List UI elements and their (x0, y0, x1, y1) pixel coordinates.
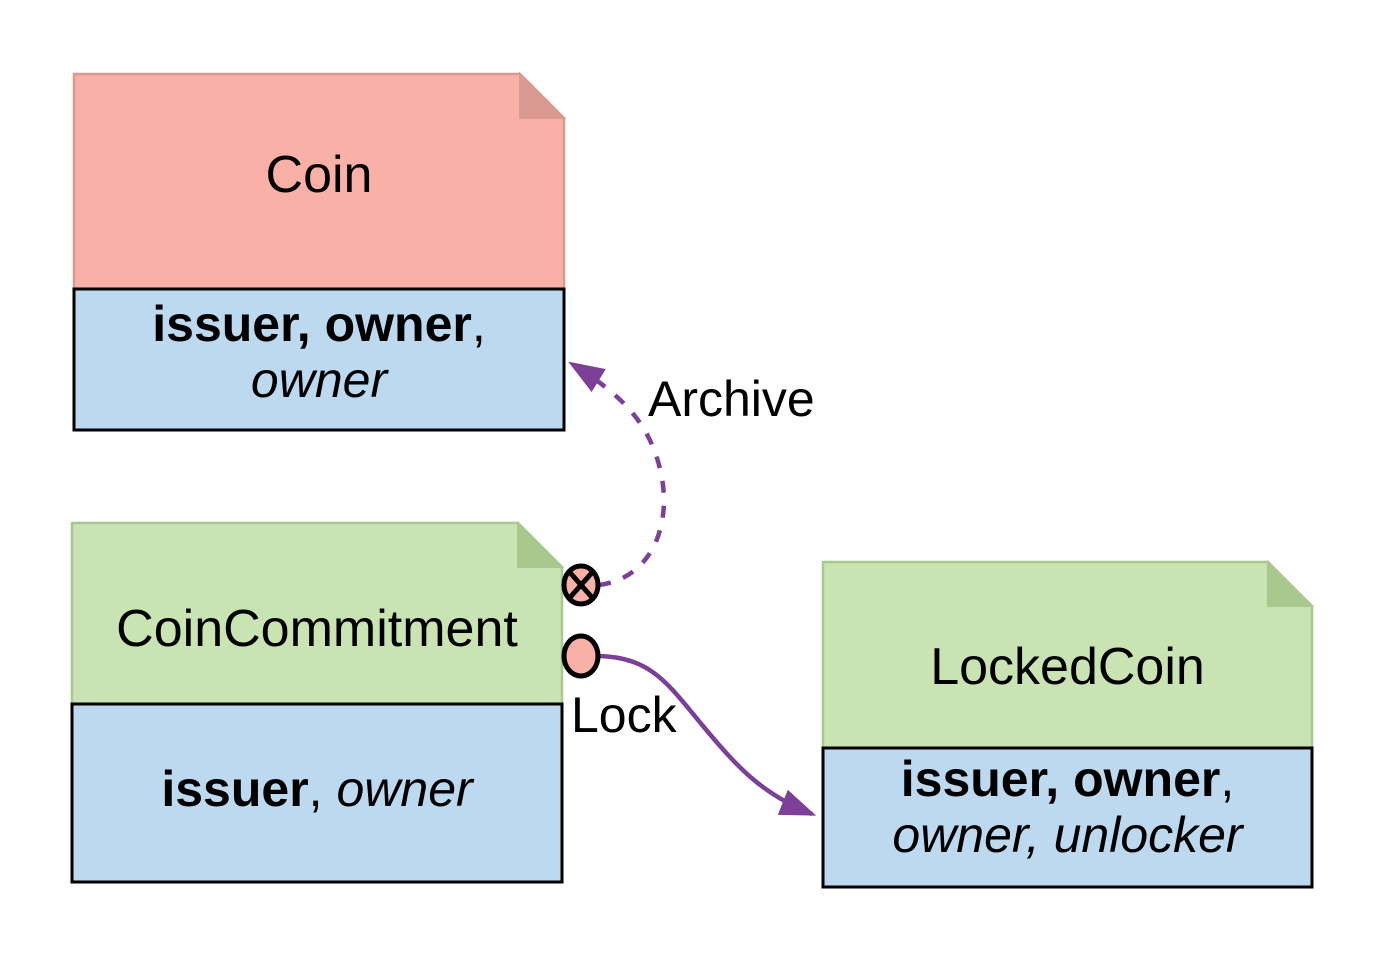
coin-title: Coin (265, 146, 373, 204)
coin-participants: issuer, owner (152, 296, 472, 352)
locked-coin-attrs-separator: , (1220, 751, 1235, 807)
circle-icon[interactable] (561, 633, 601, 679)
coin-commitment-header-shape (70, 521, 564, 706)
node-locked-coin[interactable] (821, 559, 1315, 889)
lock-edge-label: Lock (571, 687, 677, 743)
coin-fold-corner (519, 71, 567, 119)
coin-commitment-signers: owner (336, 761, 473, 817)
node-coin[interactable] (72, 71, 567, 432)
locked-coin-fold-corner (1267, 559, 1315, 607)
locked-coin-participants: issuer, owner (900, 751, 1221, 807)
circle-x-icon[interactable] (561, 563, 601, 607)
coin-commitment-participants: issuer (161, 761, 309, 817)
locked-coin-header-shape (821, 560, 1314, 750)
coin-commitment-fold-corner (517, 520, 565, 568)
coin-commitment-attrs-line1: issuer, owner (72, 761, 562, 817)
coin-commitment-title: CoinCommitment (116, 600, 518, 658)
circle-x-stroke-2 (567, 570, 595, 600)
locked-coin-attrs: issuer, owner, owner, unlocker (823, 751, 1312, 863)
locked-coin-signers: owner, unlocker (892, 807, 1243, 863)
node-coin-commitment[interactable] (70, 520, 565, 884)
locked-coin-attrs-box (821, 746, 1314, 889)
coin-attrs-line1: issuer, owner, (74, 296, 564, 352)
locked-coin-attrs-line1: issuer, owner, (823, 751, 1312, 807)
archive-edge-label: Archive (648, 371, 815, 427)
coin-signers: owner (250, 352, 388, 408)
coin-attrs-separator: , (471, 296, 486, 352)
coin-commitment-attrs-box (70, 702, 564, 884)
lock-edge[interactable] (599, 653, 817, 817)
coin-attrs: issuer, owner, owner (74, 296, 564, 408)
coin-commitment-attrs-separator: , (308, 761, 337, 817)
coin-commitment-attrs: issuer, owner (72, 761, 562, 817)
circle-ring (561, 633, 601, 679)
coin-header-shape (72, 72, 566, 291)
coin-attrs-box (72, 287, 566, 432)
locked-coin-title: LockedCoin (930, 638, 1205, 696)
